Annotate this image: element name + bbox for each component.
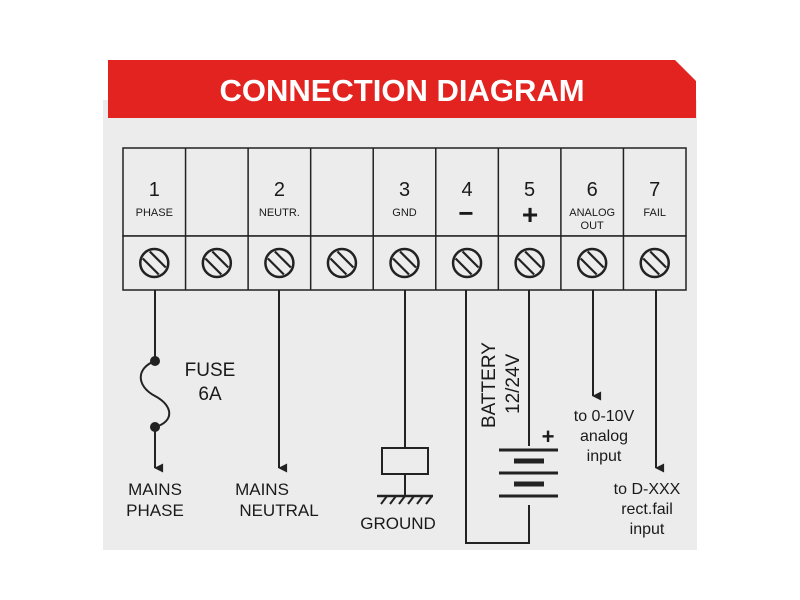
- ground-label: GROUND: [360, 514, 436, 533]
- mains-phase-label: PHASE: [126, 501, 184, 520]
- terminal-number: 2: [274, 179, 285, 201]
- battery-voltage: 12/24V: [503, 353, 524, 414]
- fuse-rating: 6A: [198, 384, 222, 405]
- phase-wire: [139, 290, 171, 473]
- terminal-number: 4: [461, 179, 472, 201]
- analog-dest-label: to 0-10V: [574, 408, 635, 425]
- fail-dest-label: to D-XXX: [614, 481, 681, 498]
- terminal-screw: [576, 247, 608, 279]
- mains-phase-label: MAINS: [128, 480, 182, 499]
- terminal-screw: [389, 247, 420, 279]
- terminal-number: 1: [149, 179, 160, 201]
- terminal-label: ANALOG: [569, 207, 615, 219]
- terminal-label: OUT: [581, 220, 605, 232]
- fuse-terminal: [150, 422, 160, 432]
- diagram-title: CONNECTION DIAGRAM: [219, 73, 584, 108]
- terminal-label: GND: [392, 207, 417, 219]
- plus-symbol: +: [522, 199, 538, 230]
- title-banner: [108, 60, 696, 118]
- battery-plus: +: [542, 424, 555, 449]
- ground-wire: [377, 290, 433, 505]
- mains-neutral-label: MAINS: [235, 480, 289, 499]
- terminal-screw: [451, 247, 483, 279]
- fuse-label: FUSE: [185, 360, 236, 381]
- terminal-label: NEUTR.: [259, 207, 300, 219]
- fail-dest-label: input: [630, 521, 665, 538]
- terminal-screw: [639, 247, 670, 279]
- terminal-screw: [201, 247, 233, 279]
- fuse-terminal: [150, 356, 160, 366]
- analog-dest-label: input: [587, 448, 622, 465]
- terminal-label: FAIL: [643, 207, 666, 219]
- terminal-label: PHASE: [136, 207, 173, 219]
- terminal-number: 3: [399, 179, 410, 201]
- minus-symbol: −: [458, 198, 473, 228]
- terminal-number: 6: [587, 179, 598, 201]
- fail-dest-label: rect.fail: [621, 501, 673, 518]
- terminal-screw: [139, 247, 170, 279]
- terminal-number: 5: [524, 179, 535, 201]
- terminal-number: 7: [649, 179, 660, 201]
- terminal-screw: [326, 247, 358, 279]
- battery-symbol: [499, 448, 558, 498]
- terminal-screw: [514, 247, 545, 279]
- analog-dest-label: analog: [580, 428, 628, 445]
- terminal-screw: [264, 247, 295, 279]
- mains-neutral-label: NEUTRAL: [239, 501, 318, 520]
- battery-label: BATTERY: [479, 342, 500, 428]
- battery-wires: [465, 290, 530, 544]
